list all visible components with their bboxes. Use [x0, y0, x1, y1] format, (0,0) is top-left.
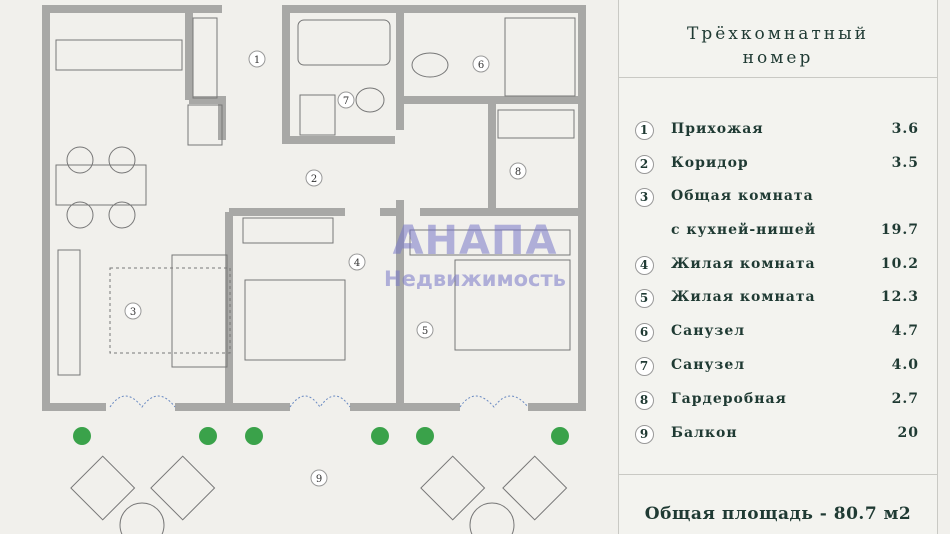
room-labels: 1 2 3 4 5 6 7 8 9 [124, 50, 527, 487]
room-label-6: 6 [472, 55, 490, 73]
legend-row: 2 Коридор 3.5 [635, 155, 919, 175]
room-label-5: 5 [416, 321, 434, 339]
room-name: Жилая комната [671, 289, 816, 305]
floor-plan: 1 2 3 4 5 6 7 8 9 [42, 5, 586, 534]
svg-text:5: 5 [422, 326, 428, 337]
divider [619, 474, 937, 475]
room-number: 9 [635, 425, 654, 444]
legend-row: с кухней-нишей 19.7 [635, 222, 919, 242]
plant-icon [199, 427, 217, 445]
room-number: 7 [635, 357, 654, 376]
room-label-4: 4 [348, 253, 366, 271]
room-label-3: 3 [124, 302, 142, 320]
svg-text:7: 7 [343, 96, 349, 107]
room-number: 6 [635, 323, 654, 342]
balcony-furniture [70, 455, 568, 534]
legend-row: 6 Санузел 4.7 [635, 323, 919, 343]
svg-text:8: 8 [515, 167, 521, 178]
svg-text:2: 2 [311, 174, 317, 185]
room-area: 3.5 [891, 155, 919, 171]
plant-icon [73, 427, 91, 445]
watermark: АНАПА Недвижимость [384, 218, 566, 291]
legend-panel: Трёхкомнатный номер 1 Прихожая 3.6 2 Коридор… [618, 0, 938, 534]
room-area: 20 [897, 425, 919, 441]
room-name: с кухней-нишей [671, 222, 817, 238]
room-label-8: 8 [509, 162, 527, 180]
svg-text:4: 4 [354, 258, 360, 269]
legend-row: 7 Санузел 4.0 [635, 357, 919, 377]
room-label-2: 2 [305, 169, 323, 187]
plants [73, 427, 569, 445]
plant-icon [551, 427, 569, 445]
room-number: 1 [635, 121, 654, 140]
room-area: 4.0 [891, 357, 919, 373]
furniture [55, 17, 576, 376]
legend-title: Трёхкомнатный номер [686, 24, 869, 68]
room-name: Жилая комната [671, 256, 816, 272]
legend-row: 3 Общая комната [635, 188, 919, 208]
room-name: Прихожая [671, 121, 764, 137]
divider [619, 77, 937, 78]
room-area: 19.7 [880, 222, 919, 238]
room-name: Общая комната [671, 188, 814, 204]
room-number: 2 [635, 155, 654, 174]
svg-text:9: 9 [316, 474, 322, 485]
room-label-1: 1 [248, 50, 266, 68]
room-area: 10.2 [880, 256, 919, 272]
room-name: Гардеробная [671, 391, 787, 407]
room-number: 4 [635, 256, 654, 275]
svg-text:6: 6 [478, 60, 484, 71]
room-label-7: 7 [337, 91, 355, 109]
room-number: 5 [635, 289, 654, 308]
room-area: 4.7 [891, 323, 919, 339]
room-label-9: 9 [310, 469, 328, 487]
room-name: Санузел [671, 357, 746, 373]
legend-row: 5 Жилая комната 12.3 [635, 289, 919, 309]
walls [42, 5, 586, 411]
room-number: 8 [635, 391, 654, 410]
svg-text:1: 1 [254, 55, 260, 66]
legend-row: 1 Прихожая 3.6 [635, 121, 919, 141]
plant-icon [245, 427, 263, 445]
legend-row: 9 Балкон 20 [635, 425, 919, 445]
total-area: Общая площадь - 80.7 м2 [644, 504, 912, 524]
room-area: 2.7 [891, 391, 919, 407]
svg-text:3: 3 [130, 307, 136, 318]
balcony-doors [109, 395, 529, 408]
legend-row: 8 Гардеробная 2.7 [635, 391, 919, 411]
plant-icon [371, 427, 389, 445]
room-name: Санузел [671, 323, 746, 339]
room-area: 3.6 [891, 121, 919, 137]
plant-icon [416, 427, 434, 445]
room-number: 3 [635, 188, 654, 207]
legend-row: 4 Жилая комната 10.2 [635, 256, 919, 276]
room-name: Балкон [671, 425, 738, 441]
room-area: 12.3 [880, 289, 919, 305]
room-name: Коридор [671, 155, 749, 171]
